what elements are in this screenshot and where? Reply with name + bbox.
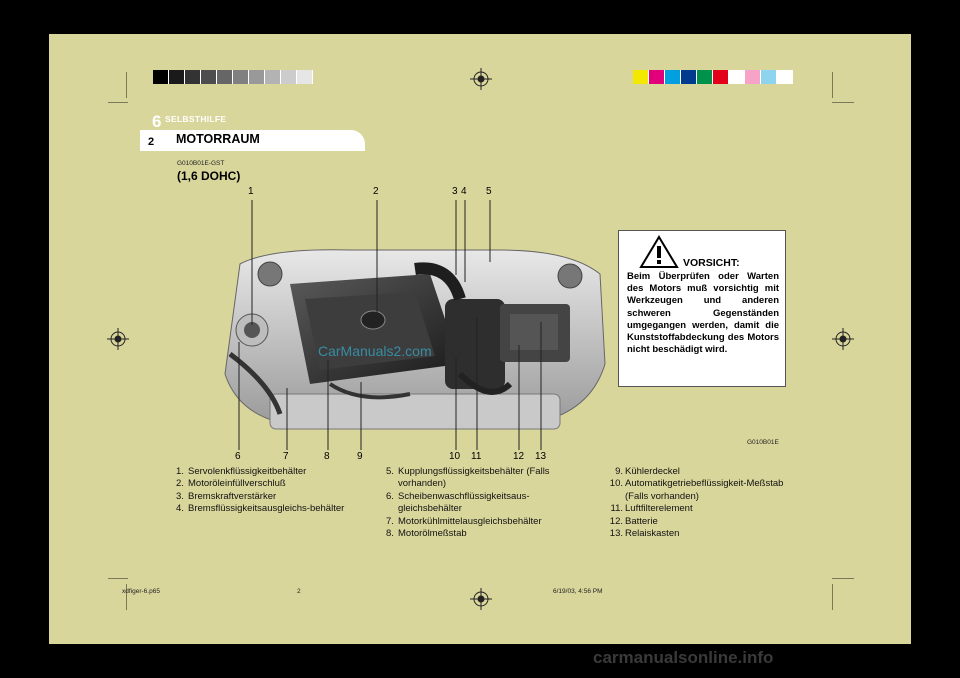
- crop-mark: [832, 578, 854, 579]
- list-item: 5.Kupplungsflüssigkeitsbehälter (Falls v…: [386, 466, 550, 490]
- legend-column-1: 1.Servolenkflüssigkeitbehälter 2.Motoröl…: [176, 466, 366, 516]
- calibration-swatch: [201, 70, 217, 84]
- section-title: MOTORRAUM: [176, 132, 260, 146]
- list-item: 8.Motorölmeßstab: [386, 528, 467, 540]
- crop-mark: [832, 584, 833, 610]
- calibration-swatch: [281, 70, 297, 84]
- engine-illustration: [224, 249, 606, 430]
- callout-number: 10: [449, 451, 461, 462]
- calibration-swatch: [169, 70, 185, 84]
- calibration-swatch: [297, 70, 313, 84]
- callout-number: 6: [235, 451, 241, 462]
- callout-number: 11: [471, 451, 482, 462]
- warning-triangle-icon: [639, 235, 679, 268]
- crop-mark: [108, 102, 128, 103]
- callout-number: 2: [373, 186, 379, 197]
- calibration-swatch: [233, 70, 249, 84]
- callout-number: 12: [513, 451, 525, 462]
- calibration-swatch: [713, 70, 729, 84]
- list-item: 4.Bremsflüssigkeitsausgleichs-behälter: [176, 503, 345, 515]
- calibration-swatch: [729, 70, 745, 84]
- registration-mark-icon: [107, 328, 129, 350]
- caution-box: VORSICHT: Beim Überprüfen oder Warten de…: [618, 230, 786, 387]
- callout-number: 3: [452, 186, 458, 197]
- calibration-swatch: [761, 70, 777, 84]
- callout-number: 13: [535, 451, 547, 462]
- registration-mark-icon: [470, 68, 492, 90]
- callout-number: 8: [324, 451, 330, 462]
- site-watermark: carmanualsonline.info: [593, 648, 774, 667]
- list-item: 12.Batterie: [609, 515, 658, 527]
- calibration-swatch: [681, 70, 697, 84]
- chapter-title: SELBSTHILFE: [165, 114, 227, 124]
- legend-column-3: 9.Kühlerdeckel 10.Automatikgetriebeflüss…: [598, 466, 786, 540]
- chapter-number: 6: [152, 112, 162, 131]
- callout-number: 7: [283, 451, 289, 462]
- calibration-swatch: [633, 70, 649, 84]
- calibration-swatch: [745, 70, 761, 84]
- list-item: 1.Servolenkflüssigkeitbehälter: [176, 466, 307, 477]
- list-item: 9.Kühlerdeckel: [615, 466, 680, 477]
- figure-code-bottom: G010B01E: [747, 439, 779, 446]
- registration-mark-icon: [832, 328, 854, 350]
- legend-column-2: 5.Kupplungsflüssigkeitsbehälter (Falls v…: [386, 466, 576, 540]
- calibration-swatch: [665, 70, 681, 84]
- crop-mark: [108, 578, 128, 579]
- figure-code-top: G010B01E-GST: [177, 160, 225, 167]
- engine-title: (1,6 DOHC): [177, 169, 241, 183]
- section-tab: [140, 130, 365, 151]
- page-number: 2: [148, 136, 155, 148]
- calibration-swatch: [649, 70, 665, 84]
- crop-mark: [126, 72, 127, 98]
- calibration-bar-color: [633, 70, 793, 84]
- callout-number: 5: [486, 186, 492, 197]
- calibration-swatch: [185, 70, 201, 84]
- crop-mark: [832, 102, 854, 103]
- footer-date: 6/19/03, 4:56 PM: [553, 588, 603, 595]
- callout-number: 4: [461, 186, 467, 197]
- calibration-bar-gray: [153, 70, 313, 84]
- list-item: 3.Bremskraftverstärker: [176, 490, 277, 502]
- list-item: 13.Relaiskasten: [609, 528, 680, 540]
- callout-number: 9: [357, 451, 363, 462]
- list-item: 11.Luftfilterelement: [610, 503, 693, 515]
- calibration-swatch: [777, 70, 793, 84]
- registration-mark-icon: [470, 588, 492, 610]
- footer-filename: xdfiger-6.p65: [122, 588, 160, 595]
- list-item: 7.Motorkühlmittelausgleichsbehälter: [386, 515, 542, 527]
- list-item: 2.Motoröleinfüllverschluß: [176, 478, 286, 490]
- caution-title: VORSICHT:: [683, 257, 740, 269]
- calibration-swatch: [153, 70, 169, 84]
- crop-mark: [126, 584, 127, 610]
- calibration-swatch: [265, 70, 281, 84]
- footer-page: 2: [297, 588, 301, 595]
- callout-number: 1: [248, 186, 254, 197]
- calibration-swatch: [217, 70, 233, 84]
- list-item: 6.Scheibenwaschflüssigkeitsaus-gleichsbe…: [386, 490, 530, 515]
- image-watermark: CarManuals2.com: [318, 343, 432, 359]
- calibration-swatch: [249, 70, 265, 84]
- crop-mark: [832, 72, 833, 98]
- caution-text: Beim Überprüfen oder Warten des Motors m…: [627, 271, 779, 356]
- list-item: 10.Automatikgetriebeflüssigkeit-Meßstab …: [609, 478, 784, 502]
- calibration-swatch: [697, 70, 713, 84]
